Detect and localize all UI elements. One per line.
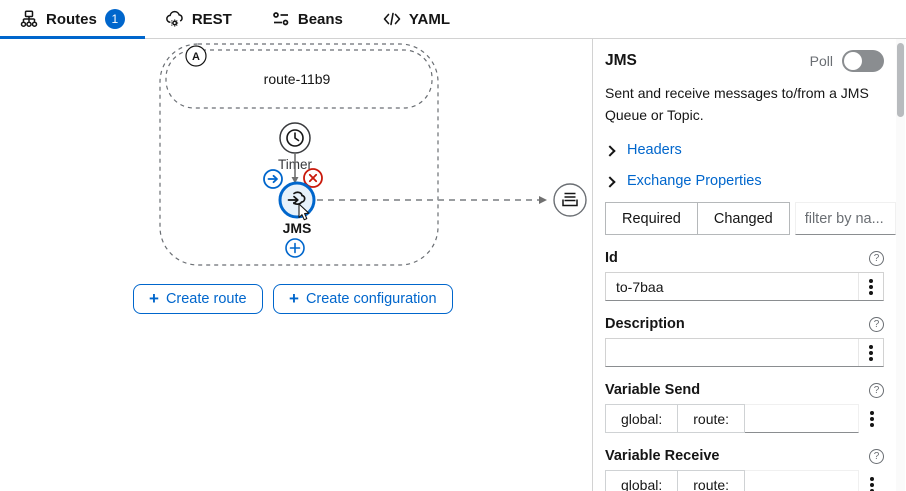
toggle-knob xyxy=(844,52,862,70)
description-field-label: Description xyxy=(605,316,685,332)
route-group-badge[interactable]: A xyxy=(185,45,207,67)
route-group-outline xyxy=(159,43,439,266)
add-step-button[interactable] xyxy=(285,238,305,258)
variable-receive-input[interactable] xyxy=(745,470,859,491)
panel-scrollbar[interactable] xyxy=(896,39,905,491)
id-input[interactable] xyxy=(606,273,858,300)
timer-to-jms-edge xyxy=(291,153,299,184)
route-name-label: route-11b9 xyxy=(264,71,331,87)
yaml-code-icon xyxy=(383,10,401,28)
description-kebab-menu-button[interactable] xyxy=(858,339,883,366)
exchange-properties-expander[interactable]: Exchange Properties xyxy=(605,169,884,193)
tab-yaml[interactable]: YAML xyxy=(363,0,470,38)
help-icon[interactable]: ? xyxy=(869,250,884,266)
help-icon[interactable]: ? xyxy=(869,316,884,332)
poll-label: Poll xyxy=(809,53,833,69)
drop-target-node[interactable] xyxy=(553,183,587,217)
routes-count-badge: 1 xyxy=(104,9,125,29)
variable-send-route-button[interactable]: route: xyxy=(678,404,746,433)
variable-send-global-button[interactable]: global: xyxy=(605,404,679,433)
rest-cloud-icon xyxy=(165,10,184,28)
routes-icon xyxy=(20,10,38,28)
route-canvas[interactable]: A route-11b9 Timer xyxy=(0,39,592,491)
variable-send-input[interactable] xyxy=(745,404,859,433)
close-x-icon xyxy=(308,173,318,183)
top-tab-bar: Routes 1 REST Beans xyxy=(0,0,906,39)
kebab-icon xyxy=(869,284,873,289)
chevron-right-icon xyxy=(605,146,614,155)
timer-node[interactable] xyxy=(279,122,311,154)
delete-step-chip[interactable] xyxy=(303,168,323,188)
chevron-right-icon xyxy=(605,177,614,186)
scrollbar-thumb[interactable] xyxy=(897,43,904,117)
jms-node[interactable] xyxy=(278,181,316,219)
help-icon[interactable]: ? xyxy=(869,382,884,398)
log-stack-icon xyxy=(562,192,578,207)
description-input[interactable] xyxy=(606,339,858,366)
headers-expander[interactable]: Headers xyxy=(605,138,884,162)
config-panel: JMS Poll Sent and receive messages to/fr… xyxy=(592,39,906,491)
beans-sliders-icon xyxy=(272,10,290,28)
svg-text:A: A xyxy=(192,51,200,63)
route-header-outline xyxy=(165,49,433,109)
tab-beans[interactable]: Beans xyxy=(252,0,363,38)
panel-title: JMS xyxy=(605,52,637,69)
changed-filter-button[interactable]: Changed xyxy=(697,202,790,235)
arrow-right-icon xyxy=(267,174,278,184)
variable-receive-global-button[interactable]: global: xyxy=(605,470,679,491)
kebab-icon xyxy=(869,416,874,421)
plus-icon xyxy=(149,290,159,308)
component-description: Sent and receive messages to/from a JMS … xyxy=(605,85,869,123)
create-route-button[interactable]: Create route xyxy=(133,284,263,314)
mouse-cursor xyxy=(298,203,310,221)
tab-rest[interactable]: REST xyxy=(145,0,252,38)
variable-send-field-label: Variable Send xyxy=(605,382,701,398)
insert-step-chip[interactable] xyxy=(263,169,283,189)
variable-receive-kebab-menu-button[interactable] xyxy=(859,470,884,491)
poll-toggle[interactable] xyxy=(842,50,884,72)
variable-send-kebab-menu-button[interactable] xyxy=(859,404,884,433)
plus-icon xyxy=(289,242,301,254)
tab-routes-label: Routes xyxy=(46,10,97,28)
route-diagram: A route-11b9 Timer xyxy=(159,43,587,266)
tab-yaml-label: YAML xyxy=(408,10,451,28)
plus-icon xyxy=(289,290,299,308)
exchange-properties-link: Exchange Properties xyxy=(627,173,762,189)
kebab-icon xyxy=(869,350,873,355)
clock-icon xyxy=(286,129,304,147)
jms-node-label: JMS xyxy=(283,220,312,236)
jms-arrow-into-cloud-icon xyxy=(287,191,306,205)
variable-receive-field-label: Variable Receive xyxy=(605,448,720,464)
main-area: A route-11b9 Timer xyxy=(0,39,906,491)
required-filter-button[interactable]: Required xyxy=(605,202,698,235)
tab-beans-label: Beans xyxy=(297,10,343,28)
help-icon[interactable]: ? xyxy=(869,448,884,464)
tab-routes[interactable]: Routes 1 xyxy=(0,0,145,39)
tab-rest-label: REST xyxy=(191,10,232,28)
id-field-label: Id xyxy=(605,250,618,266)
filter-input[interactable] xyxy=(794,202,896,235)
headers-link: Headers xyxy=(627,142,682,158)
id-kebab-menu-button[interactable] xyxy=(858,273,883,300)
create-configuration-button[interactable]: Create configuration xyxy=(273,284,453,314)
kebab-icon xyxy=(869,482,874,487)
drag-edge xyxy=(317,196,547,204)
variable-receive-route-button[interactable]: route: xyxy=(678,470,746,491)
